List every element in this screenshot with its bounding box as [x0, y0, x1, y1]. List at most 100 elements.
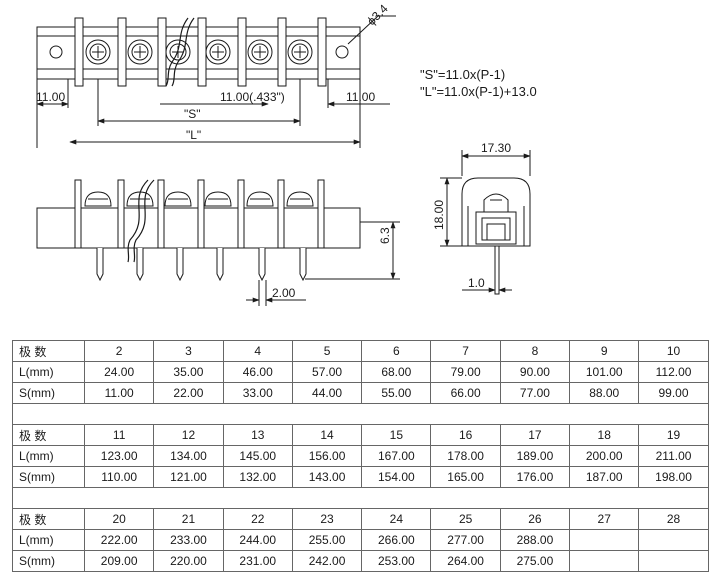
row-header: L(mm)	[12, 529, 85, 551]
row-header: S(mm)	[12, 466, 85, 488]
front-view-pins	[96, 248, 307, 282]
table-cell: 275.00	[499, 550, 571, 572]
table-cell: 189.00	[499, 445, 571, 467]
mounting-hole-right	[335, 45, 349, 59]
table-cell	[638, 529, 709, 551]
table-cell: 11	[83, 424, 155, 446]
table-cell: 4	[222, 340, 293, 362]
table-cell: 244.00	[222, 529, 293, 551]
table-cell: 18	[569, 424, 640, 446]
table-cell: 13	[222, 424, 293, 446]
screw-head	[127, 39, 153, 65]
edge-right-label: 11.00	[346, 90, 375, 104]
barrier-post	[157, 179, 165, 249]
screw-side	[246, 191, 274, 207]
table-cell: 6	[361, 340, 432, 362]
table-cell: 26	[499, 508, 571, 530]
wire	[165, 17, 189, 87]
barrier-post	[237, 179, 245, 249]
spacer-cell	[12, 487, 709, 509]
table-cell: 27	[569, 508, 640, 530]
screw-side	[204, 191, 232, 207]
formula-l: "L"=11.0x(P-1)+13.0	[420, 84, 537, 99]
table-cell: 12	[153, 424, 224, 446]
table-cell: 16	[430, 424, 501, 446]
pin-height-label: 6.3	[378, 227, 392, 244]
l-label: "L"	[186, 128, 201, 142]
table-cell: 68.00	[361, 361, 432, 383]
row-header: S(mm)	[12, 550, 85, 572]
screw-head	[205, 39, 231, 65]
barrier-post	[197, 179, 205, 249]
edge-left-label: 11.00	[36, 90, 65, 104]
table-cell: 22.00	[153, 382, 224, 404]
table-cell: 2	[83, 340, 155, 362]
table-cell: 167.00	[361, 445, 432, 467]
barrier	[197, 17, 207, 87]
pin	[136, 248, 144, 282]
front-view	[36, 179, 400, 306]
screw-side	[84, 191, 112, 207]
table-cell: 20	[83, 508, 155, 530]
top-view-screws	[85, 39, 313, 65]
table-cell: 110.00	[83, 466, 155, 488]
table-cell	[638, 550, 709, 572]
table-cell: 79.00	[430, 361, 501, 383]
table-cell: 19	[638, 424, 709, 446]
barrier-post	[74, 179, 82, 249]
table-cell: 8	[499, 340, 571, 362]
side-view	[440, 150, 531, 295]
row-header: L(mm)	[12, 361, 85, 383]
pin	[258, 248, 266, 282]
top-view	[36, 15, 396, 148]
table-cell: 33.00	[222, 382, 293, 404]
s-label: "S"	[184, 107, 201, 121]
table-cell: 22	[222, 508, 293, 530]
technical-drawing: ϕ3.4 11.00 11.00(.433") 11.00 "S" "L" 6.…	[36, 1, 531, 306]
table-cell: 264.00	[430, 550, 501, 572]
barrier	[277, 17, 287, 87]
screw-head	[247, 39, 273, 65]
table-cell: 220.00	[153, 550, 224, 572]
screw-head	[85, 39, 111, 65]
table-cell: 99.00	[638, 382, 709, 404]
table-cell: 154.00	[361, 466, 432, 488]
pin	[216, 248, 224, 282]
table-cell: 211.00	[638, 445, 709, 467]
table-cell: 156.00	[291, 445, 363, 467]
table-cell: 46.00	[222, 361, 293, 383]
table-cell	[569, 529, 640, 551]
hole-diameter-label: ϕ3.4	[364, 1, 391, 28]
table-cell: 231.00	[222, 550, 293, 572]
mounting-hole-left	[49, 45, 63, 59]
table-cell: 143.00	[291, 466, 363, 488]
table-cell: 145.00	[222, 445, 293, 467]
table-cell: 25	[430, 508, 501, 530]
table-cell: 21	[153, 508, 224, 530]
table-cell: 134.00	[153, 445, 224, 467]
table-cell: 200.00	[569, 445, 640, 467]
table-cell: 35.00	[153, 361, 224, 383]
barrier-post	[317, 179, 325, 249]
pin	[96, 248, 104, 282]
table-cell: 242.00	[291, 550, 363, 572]
barrier	[317, 17, 327, 87]
row-header: S(mm)	[12, 382, 85, 404]
table-cell: 222.00	[83, 529, 155, 551]
barrier	[157, 17, 167, 87]
table-cell: 255.00	[291, 529, 363, 551]
table-cell	[569, 550, 640, 572]
table-cell: 101.00	[569, 361, 640, 383]
table-cell: 198.00	[638, 466, 709, 488]
row-header: L(mm)	[12, 445, 85, 467]
table-cell: 209.00	[83, 550, 155, 572]
